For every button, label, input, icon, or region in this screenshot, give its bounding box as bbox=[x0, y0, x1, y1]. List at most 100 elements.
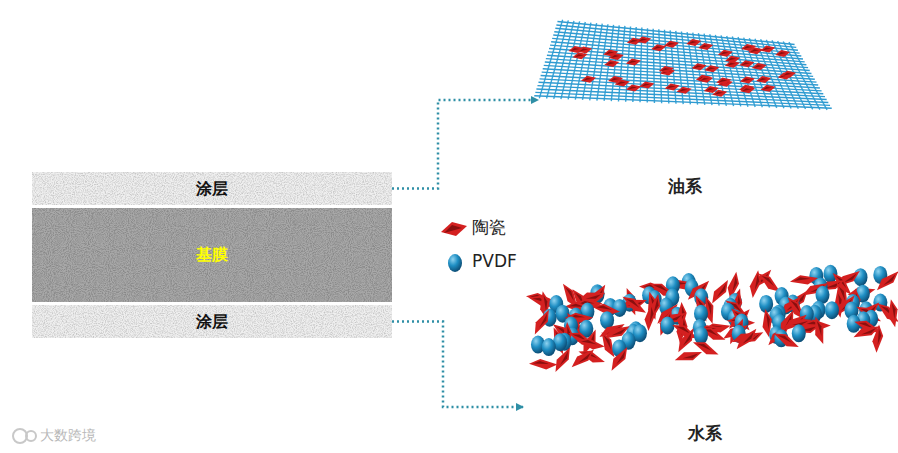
watermark-logo bbox=[13, 429, 27, 443]
ceramic-flake bbox=[739, 60, 754, 67]
ceramic-flake-shade bbox=[758, 78, 767, 81]
pvdf-particle bbox=[823, 265, 837, 283]
ceramic-flake bbox=[577, 46, 592, 53]
ceramic-flake bbox=[733, 327, 761, 351]
water-cluster bbox=[525, 265, 898, 373]
ceramic-flake-shade bbox=[693, 65, 702, 68]
ceramic-flake bbox=[888, 299, 898, 327]
ceramic-flake bbox=[529, 357, 558, 372]
ceramic-flake-shade bbox=[611, 55, 620, 58]
ceramic-flake-shade bbox=[628, 61, 637, 64]
ceramic-flake bbox=[775, 50, 790, 57]
ceramic-flake bbox=[651, 44, 666, 51]
pvdf-particle bbox=[542, 338, 556, 356]
ceramic-flake-shade bbox=[575, 54, 584, 57]
water-system-panel: 水系 bbox=[515, 282, 895, 445]
pvdf-particle bbox=[613, 299, 627, 317]
ceramic-flake-shade bbox=[661, 68, 670, 71]
coating-texture bbox=[32, 305, 392, 338]
ceramic-flake-shade bbox=[762, 48, 771, 51]
legend-text: 陶瓷 bbox=[472, 216, 506, 239]
ceramic-flake bbox=[568, 348, 597, 369]
ceramic-flake bbox=[664, 41, 679, 48]
ceramic-flake bbox=[813, 316, 825, 345]
ceramic-flake bbox=[873, 270, 898, 292]
ceramic-flake-shade bbox=[667, 85, 676, 88]
base-film-texture bbox=[32, 208, 392, 302]
ceramic-flake bbox=[576, 334, 605, 353]
ceramic-flake bbox=[752, 63, 767, 70]
pvdf-symbol bbox=[448, 254, 462, 272]
ceramic-flake bbox=[615, 79, 630, 86]
ceramic-flake-shade bbox=[605, 51, 614, 54]
ceramic-flake bbox=[636, 36, 651, 43]
ceramic-flake-shade bbox=[706, 88, 715, 91]
ceramic-flake bbox=[659, 66, 674, 73]
ceramic-flake bbox=[698, 43, 713, 50]
ceramic-flake-shade bbox=[714, 92, 723, 95]
ceramic-flake bbox=[704, 86, 719, 93]
legend-text: PVDF bbox=[472, 251, 517, 271]
mesh-fiber bbox=[552, 38, 803, 59]
ceramic-flake-shade bbox=[579, 48, 588, 51]
mesh-fiber bbox=[556, 25, 796, 47]
ceramic-flake-shade bbox=[706, 67, 715, 70]
ceramic-flake bbox=[746, 269, 764, 298]
mesh-fiber bbox=[535, 92, 830, 105]
pvdf-particle bbox=[792, 324, 806, 342]
coating-band: 涂层 bbox=[32, 305, 392, 338]
ceramic-flake bbox=[639, 82, 654, 89]
ceramic-flake bbox=[609, 53, 624, 60]
ceramic-flake-shade bbox=[700, 45, 709, 48]
ceramic-flake bbox=[550, 346, 575, 373]
base-film-band bbox=[32, 208, 392, 302]
ceramic-flake-shade bbox=[688, 41, 697, 44]
band-label: 涂层 bbox=[32, 311, 392, 332]
base-film-band: 基膜 bbox=[32, 208, 392, 302]
oil-system-panel: 油系 bbox=[530, 14, 840, 198]
coating-band bbox=[32, 172, 392, 205]
ceramic-flake-shade bbox=[777, 52, 786, 55]
ceramic-flake bbox=[718, 50, 733, 57]
mesh-fiber bbox=[542, 72, 820, 88]
ceramic-flake-shade bbox=[742, 88, 751, 91]
ceramic-flake-shade bbox=[606, 62, 615, 65]
watermark: 大数跨境 bbox=[40, 427, 96, 445]
ceramic-flake-shade bbox=[610, 78, 619, 81]
caption: 油系 bbox=[530, 175, 840, 198]
ceramic-flake bbox=[716, 78, 731, 85]
ceramic-flake bbox=[740, 86, 755, 93]
ceramic-flake bbox=[673, 327, 699, 354]
ceramic-flake-shade bbox=[679, 89, 688, 92]
watermark-logo bbox=[26, 431, 36, 441]
ceramic-flake bbox=[760, 46, 775, 53]
ceramic-flake bbox=[725, 56, 740, 63]
ceramic-flake bbox=[704, 65, 719, 72]
ceramic-flake bbox=[740, 76, 755, 83]
mesh-fiber bbox=[555, 28, 798, 50]
ceramic-flake-shade bbox=[727, 58, 736, 61]
ceramic-flake bbox=[674, 350, 703, 362]
ceramic-flake bbox=[761, 85, 776, 92]
ceramic-flake-shade bbox=[763, 87, 772, 90]
ceramic-flake bbox=[876, 299, 898, 326]
ceramic-flake bbox=[698, 76, 713, 83]
ceramic-flake bbox=[677, 87, 692, 94]
ceramic-flake-shade bbox=[628, 86, 637, 89]
ceramic-flake bbox=[686, 39, 701, 46]
ceramic-flake-shade bbox=[638, 38, 647, 41]
ceramic-flake-shade bbox=[583, 78, 592, 81]
ceramic-symbol bbox=[441, 222, 467, 236]
ceramic-flake bbox=[581, 76, 596, 83]
ceramic-flake-shade bbox=[700, 78, 709, 81]
ceramic-flake bbox=[665, 83, 680, 90]
ceramic-flake-shade bbox=[754, 65, 763, 68]
ceramic-flake bbox=[790, 275, 818, 285]
ceramic-flake bbox=[870, 324, 886, 353]
band-label: 涂层 bbox=[32, 178, 392, 199]
oil-mesh bbox=[534, 20, 831, 110]
coating-band: 涂层 bbox=[32, 172, 392, 205]
coating-band bbox=[32, 305, 392, 338]
